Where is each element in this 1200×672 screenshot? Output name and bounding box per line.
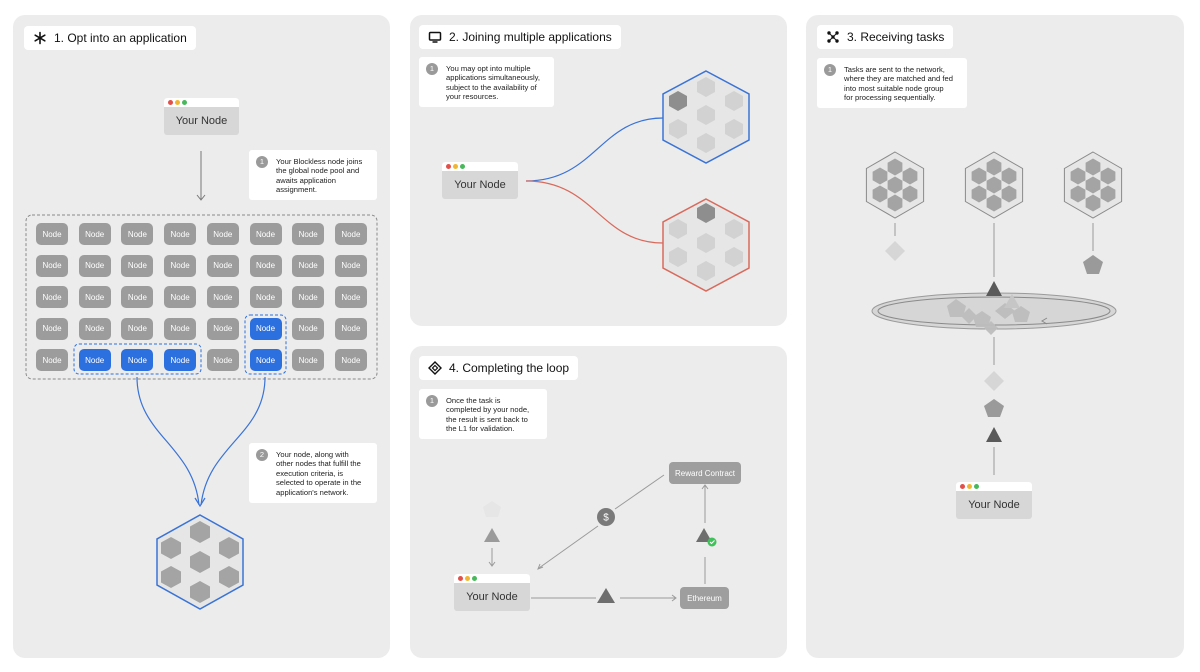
panel1-diagram: [25, 151, 378, 610]
node-cell: Node: [249, 223, 282, 245]
panel-completing-the-loop: $ 4. Completing the loop 1 Once the task…: [410, 346, 787, 658]
your-node-label: Your Node: [175, 115, 228, 127]
node-cell: Node: [206, 317, 239, 340]
node-hex: [887, 176, 903, 194]
node-cell: Node: [334, 349, 367, 371]
node-hex: [872, 167, 888, 185]
node-hex: [1085, 176, 1101, 194]
node-cell: Node: [121, 223, 154, 245]
node-cell: Node: [249, 349, 282, 371]
node-cell: Node: [36, 317, 68, 340]
node-cell: Node: [334, 317, 367, 340]
node-hex: [1070, 185, 1086, 203]
panel2-note-1: 1 You may opt into multiple applications…: [419, 57, 554, 107]
your-node-label: Your Node: [968, 499, 1020, 511]
node-cell: Node: [292, 317, 325, 340]
your-node-window: Your Node: [164, 98, 239, 135]
node-cell: Node: [292, 254, 325, 277]
panel-opt-into-application: 1. Opt into an application Your Node 1 Y…: [13, 15, 390, 658]
node-cell: Node: [78, 317, 111, 340]
panel1-title-text: 1. Opt into an application: [54, 31, 187, 45]
node-cell: Node: [334, 223, 367, 245]
node-hex: [1100, 185, 1116, 203]
loop-icon: [428, 361, 442, 375]
node-hex: [971, 167, 987, 185]
your-node-window: Your Node: [454, 574, 530, 611]
node-cell: Node: [36, 349, 68, 371]
node-cell: Node: [36, 223, 68, 245]
node-hex: [872, 185, 888, 203]
panel4-diagram: $: [483, 474, 717, 603]
node-cell: Node: [206, 349, 239, 371]
your-node-window: Your Node: [956, 482, 1032, 519]
node-cell: Node: [206, 223, 239, 245]
panel2-title: 2. Joining multiple applications: [419, 25, 621, 49]
node-hex: [1001, 185, 1017, 203]
node-hex: [1100, 167, 1116, 185]
node-hex: [971, 185, 987, 203]
node-hex: [986, 176, 1002, 194]
panel1-note-1: 1 Your Blockless node joins the global n…: [249, 150, 377, 200]
node-cell: Node: [292, 286, 325, 308]
node-cell: Node: [206, 286, 239, 308]
node-cell: Node: [36, 286, 68, 308]
reward-contract-box: Reward Contract: [669, 462, 741, 484]
your-node-label: Your Node: [466, 591, 518, 603]
panel1-title: 1. Opt into an application: [24, 26, 196, 50]
panel1-note-2: 2 Your node, along with other nodes that…: [249, 443, 377, 503]
node-cell: Node: [121, 254, 154, 277]
node-cell: Node: [164, 317, 197, 340]
node-cell: Node: [292, 223, 325, 245]
node-cell: Node: [249, 317, 282, 340]
your-node-window: Your Node: [442, 162, 518, 199]
node-hex: [1001, 167, 1017, 185]
node-cell: Node: [164, 349, 197, 371]
panel3-title: 3. Receiving tasks: [817, 25, 954, 49]
your-node-label: Your Node: [454, 179, 506, 191]
node-hex: [887, 158, 903, 176]
node-cell: Node: [121, 286, 154, 308]
node-cell: Node: [249, 286, 282, 308]
node-cell: Node: [334, 254, 367, 277]
panel3-title-text: 3. Receiving tasks: [847, 30, 945, 44]
panel4-title-text: 4. Completing the loop: [449, 361, 570, 375]
coin-symbol: $: [603, 513, 609, 524]
node-cell: Node: [334, 286, 367, 308]
node-hex: [986, 158, 1002, 176]
panel3-note-1: 1 Tasks are sent to the network, where t…: [817, 58, 967, 108]
node-cell: Node: [78, 286, 111, 308]
node-hex: [986, 194, 1002, 212]
node-hex: [902, 185, 918, 203]
node-hex: [1085, 158, 1101, 176]
node-cell: Node: [78, 223, 111, 245]
panel3-diagram: [865, 151, 1123, 475]
node-cell: Node: [206, 254, 239, 277]
node-hex: [887, 194, 903, 212]
node-cell: Node: [121, 317, 154, 340]
node-cell: Node: [36, 254, 68, 277]
node-cell: Node: [78, 349, 111, 371]
panel4-note-1: 1 Once the task is completed by your nod…: [419, 389, 547, 439]
node-hex: [1070, 167, 1086, 185]
panel-joining-multiple-applications: 2. Joining multiple applications 1 You m…: [410, 15, 787, 326]
node-cell: Node: [121, 349, 154, 371]
node-cell: Node: [78, 254, 111, 277]
panel-receiving-tasks: 3. Receiving tasks 1 Tasks are sent to t…: [806, 15, 1184, 658]
node-hex: [1085, 194, 1101, 212]
ethereum-box: Ethereum: [680, 587, 729, 609]
panel4-title: 4. Completing the loop: [419, 356, 579, 380]
node-cell: Node: [164, 254, 197, 277]
network-icon: [826, 30, 840, 44]
node-cell: Node: [164, 223, 197, 245]
node-hex: [902, 167, 918, 185]
node-cell: Node: [292, 349, 325, 371]
node-cell: Node: [249, 254, 282, 277]
asterisk-icon: [33, 31, 47, 45]
node-cell: Node: [164, 286, 197, 308]
monitor-icon: [428, 30, 442, 44]
panel2-diagram: [525, 70, 750, 292]
panel2-title-text: 2. Joining multiple applications: [449, 30, 612, 44]
